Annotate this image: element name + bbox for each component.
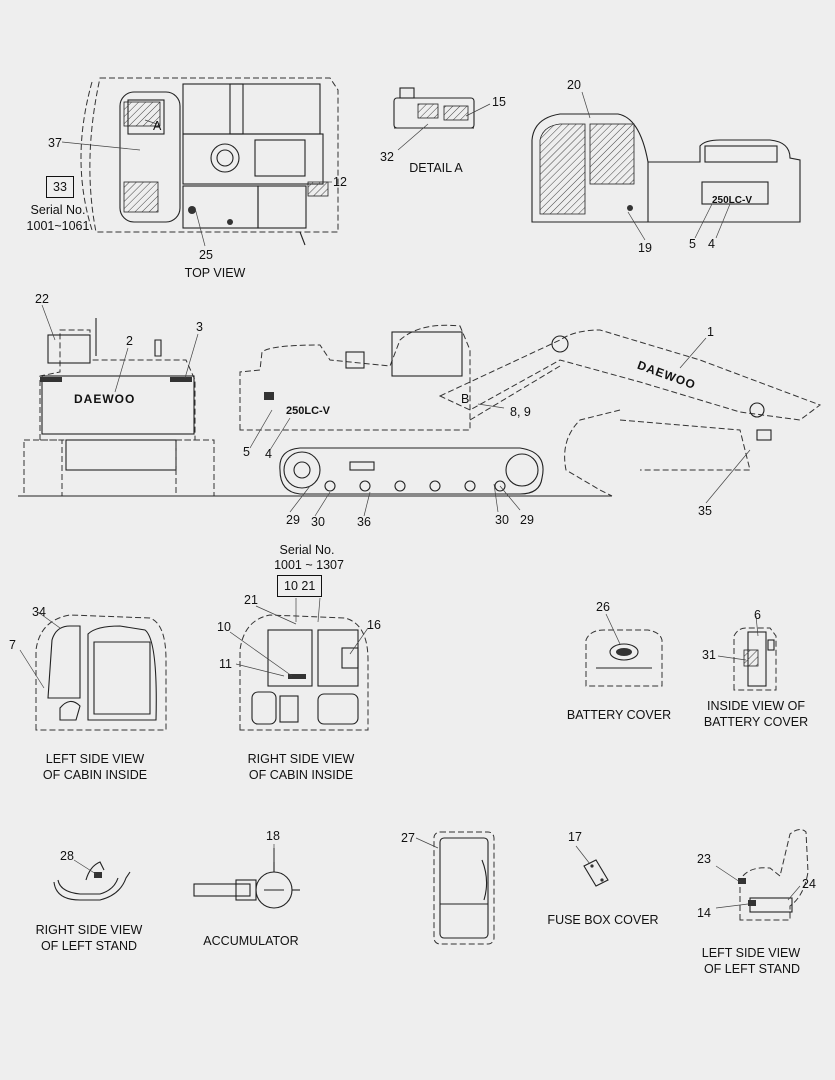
- caption-cabin-right-2: OF CABIN INSIDE: [248, 768, 354, 782]
- battery-cover-drawing: [585, 613, 663, 687]
- caption-battery-inside-1: INSIDE VIEW OF: [707, 699, 805, 713]
- callout-6: 6: [754, 608, 761, 622]
- callout-30-right: 30: [495, 513, 509, 527]
- callout-32: 32: [380, 150, 394, 164]
- callout-31: 31: [702, 648, 716, 662]
- callout-29-right: 29: [520, 513, 534, 527]
- callout-1: 1: [707, 325, 714, 339]
- model-badge-side: 250LC-V: [286, 405, 331, 417]
- callout-12: 12: [333, 175, 347, 189]
- fuse-box-drawing: [575, 845, 609, 887]
- callout-21: 21: [244, 593, 258, 607]
- callout-18: 18: [266, 829, 280, 843]
- callout-28: 28: [60, 849, 74, 863]
- callout-15: 15: [492, 95, 506, 109]
- callout-30-left: 30: [311, 515, 325, 529]
- caption-fuse-box: FUSE BOX COVER: [547, 913, 659, 927]
- battery-inside-drawing: [717, 615, 777, 691]
- callout-34: 34: [32, 605, 46, 619]
- callout-29-left: 29: [286, 513, 300, 527]
- callout-26: 26: [596, 600, 610, 614]
- caption-left-stand-left-2: OF LEFT STAND: [703, 962, 801, 976]
- model-badge-cab: 250LC-V: [712, 195, 753, 206]
- accumulator-drawing: [193, 844, 300, 909]
- caption-left-stand-left-1: LEFT SIDE VIEW: [701, 946, 801, 960]
- top-view-drawing: [61, 77, 339, 247]
- caption-cabin-right-1: RIGHT SIDE VIEW: [247, 752, 355, 766]
- side-view-drawing: [239, 324, 822, 517]
- caption-left-stand-right-2: OF LEFT STAND: [40, 939, 138, 953]
- caption-cabin-left-1: LEFT SIDE VIEW: [45, 752, 145, 766]
- callout-4-cab: 4: [708, 237, 715, 251]
- rear-view-drawing: [23, 304, 215, 497]
- caption-battery-inside-2: BATTERY COVER: [703, 715, 809, 729]
- caption-battery-cover: BATTERY COVER: [566, 708, 672, 722]
- caption-accumulator: ACCUMULATOR: [203, 934, 299, 948]
- brand-rear: DAEWOO: [74, 392, 136, 406]
- cabin-left-drawing: [19, 611, 167, 731]
- serial-label-top: Serial No.: [30, 203, 86, 217]
- callout-27: 27: [401, 831, 415, 845]
- caption-top-view: TOP VIEW: [184, 266, 246, 280]
- cab-side-drawing: [531, 91, 801, 241]
- callout-2: 2: [126, 334, 133, 348]
- caption-left-stand-right-1: RIGHT SIDE VIEW: [35, 923, 143, 937]
- callout-19: 19: [638, 241, 652, 255]
- serial-label-cabin: Serial No.: [279, 543, 335, 557]
- callout-36: 36: [357, 515, 371, 529]
- left-stand-right-drawing: [53, 859, 131, 901]
- callout-8-9: 8, 9: [510, 405, 531, 419]
- callout-11: 11: [219, 657, 232, 671]
- callout-23: 23: [697, 852, 711, 866]
- serial-range-top: 1001~1061: [26, 219, 90, 233]
- callout-33-boxed: 33: [46, 176, 74, 198]
- callout-25: 25: [199, 248, 213, 262]
- callout-5-cab: 5: [689, 237, 696, 251]
- callout-7: 7: [9, 638, 16, 652]
- callout-10: 10: [217, 620, 231, 634]
- left-stand-left-drawing: [715, 828, 809, 921]
- callout-14: 14: [697, 906, 711, 920]
- caption-cabin-left-2: OF CABIN INSIDE: [42, 768, 148, 782]
- window-drawing: [415, 831, 495, 945]
- callout-37: 37: [48, 136, 62, 150]
- callout-16: 16: [367, 618, 381, 632]
- callout-4-side: 4: [265, 447, 272, 461]
- callout-17: 17: [568, 830, 582, 844]
- detail-marker-a: A: [153, 119, 162, 133]
- caption-detail-a: DETAIL A: [409, 161, 463, 175]
- callout-5-side: 5: [243, 445, 250, 459]
- callout-3: 3: [196, 320, 203, 334]
- callout-24: 24: [802, 877, 816, 891]
- detail-marker-b: B: [461, 392, 470, 406]
- cabin-right-drawing: [229, 597, 369, 731]
- callout-10-21-boxed: 10 21: [277, 575, 323, 597]
- callout-20: 20: [567, 78, 581, 92]
- callout-22: 22: [35, 292, 49, 306]
- serial-range-cabin: 1001 ~ 1307: [274, 558, 344, 572]
- callout-35: 35: [698, 504, 712, 518]
- detail-a-drawing: [393, 87, 491, 151]
